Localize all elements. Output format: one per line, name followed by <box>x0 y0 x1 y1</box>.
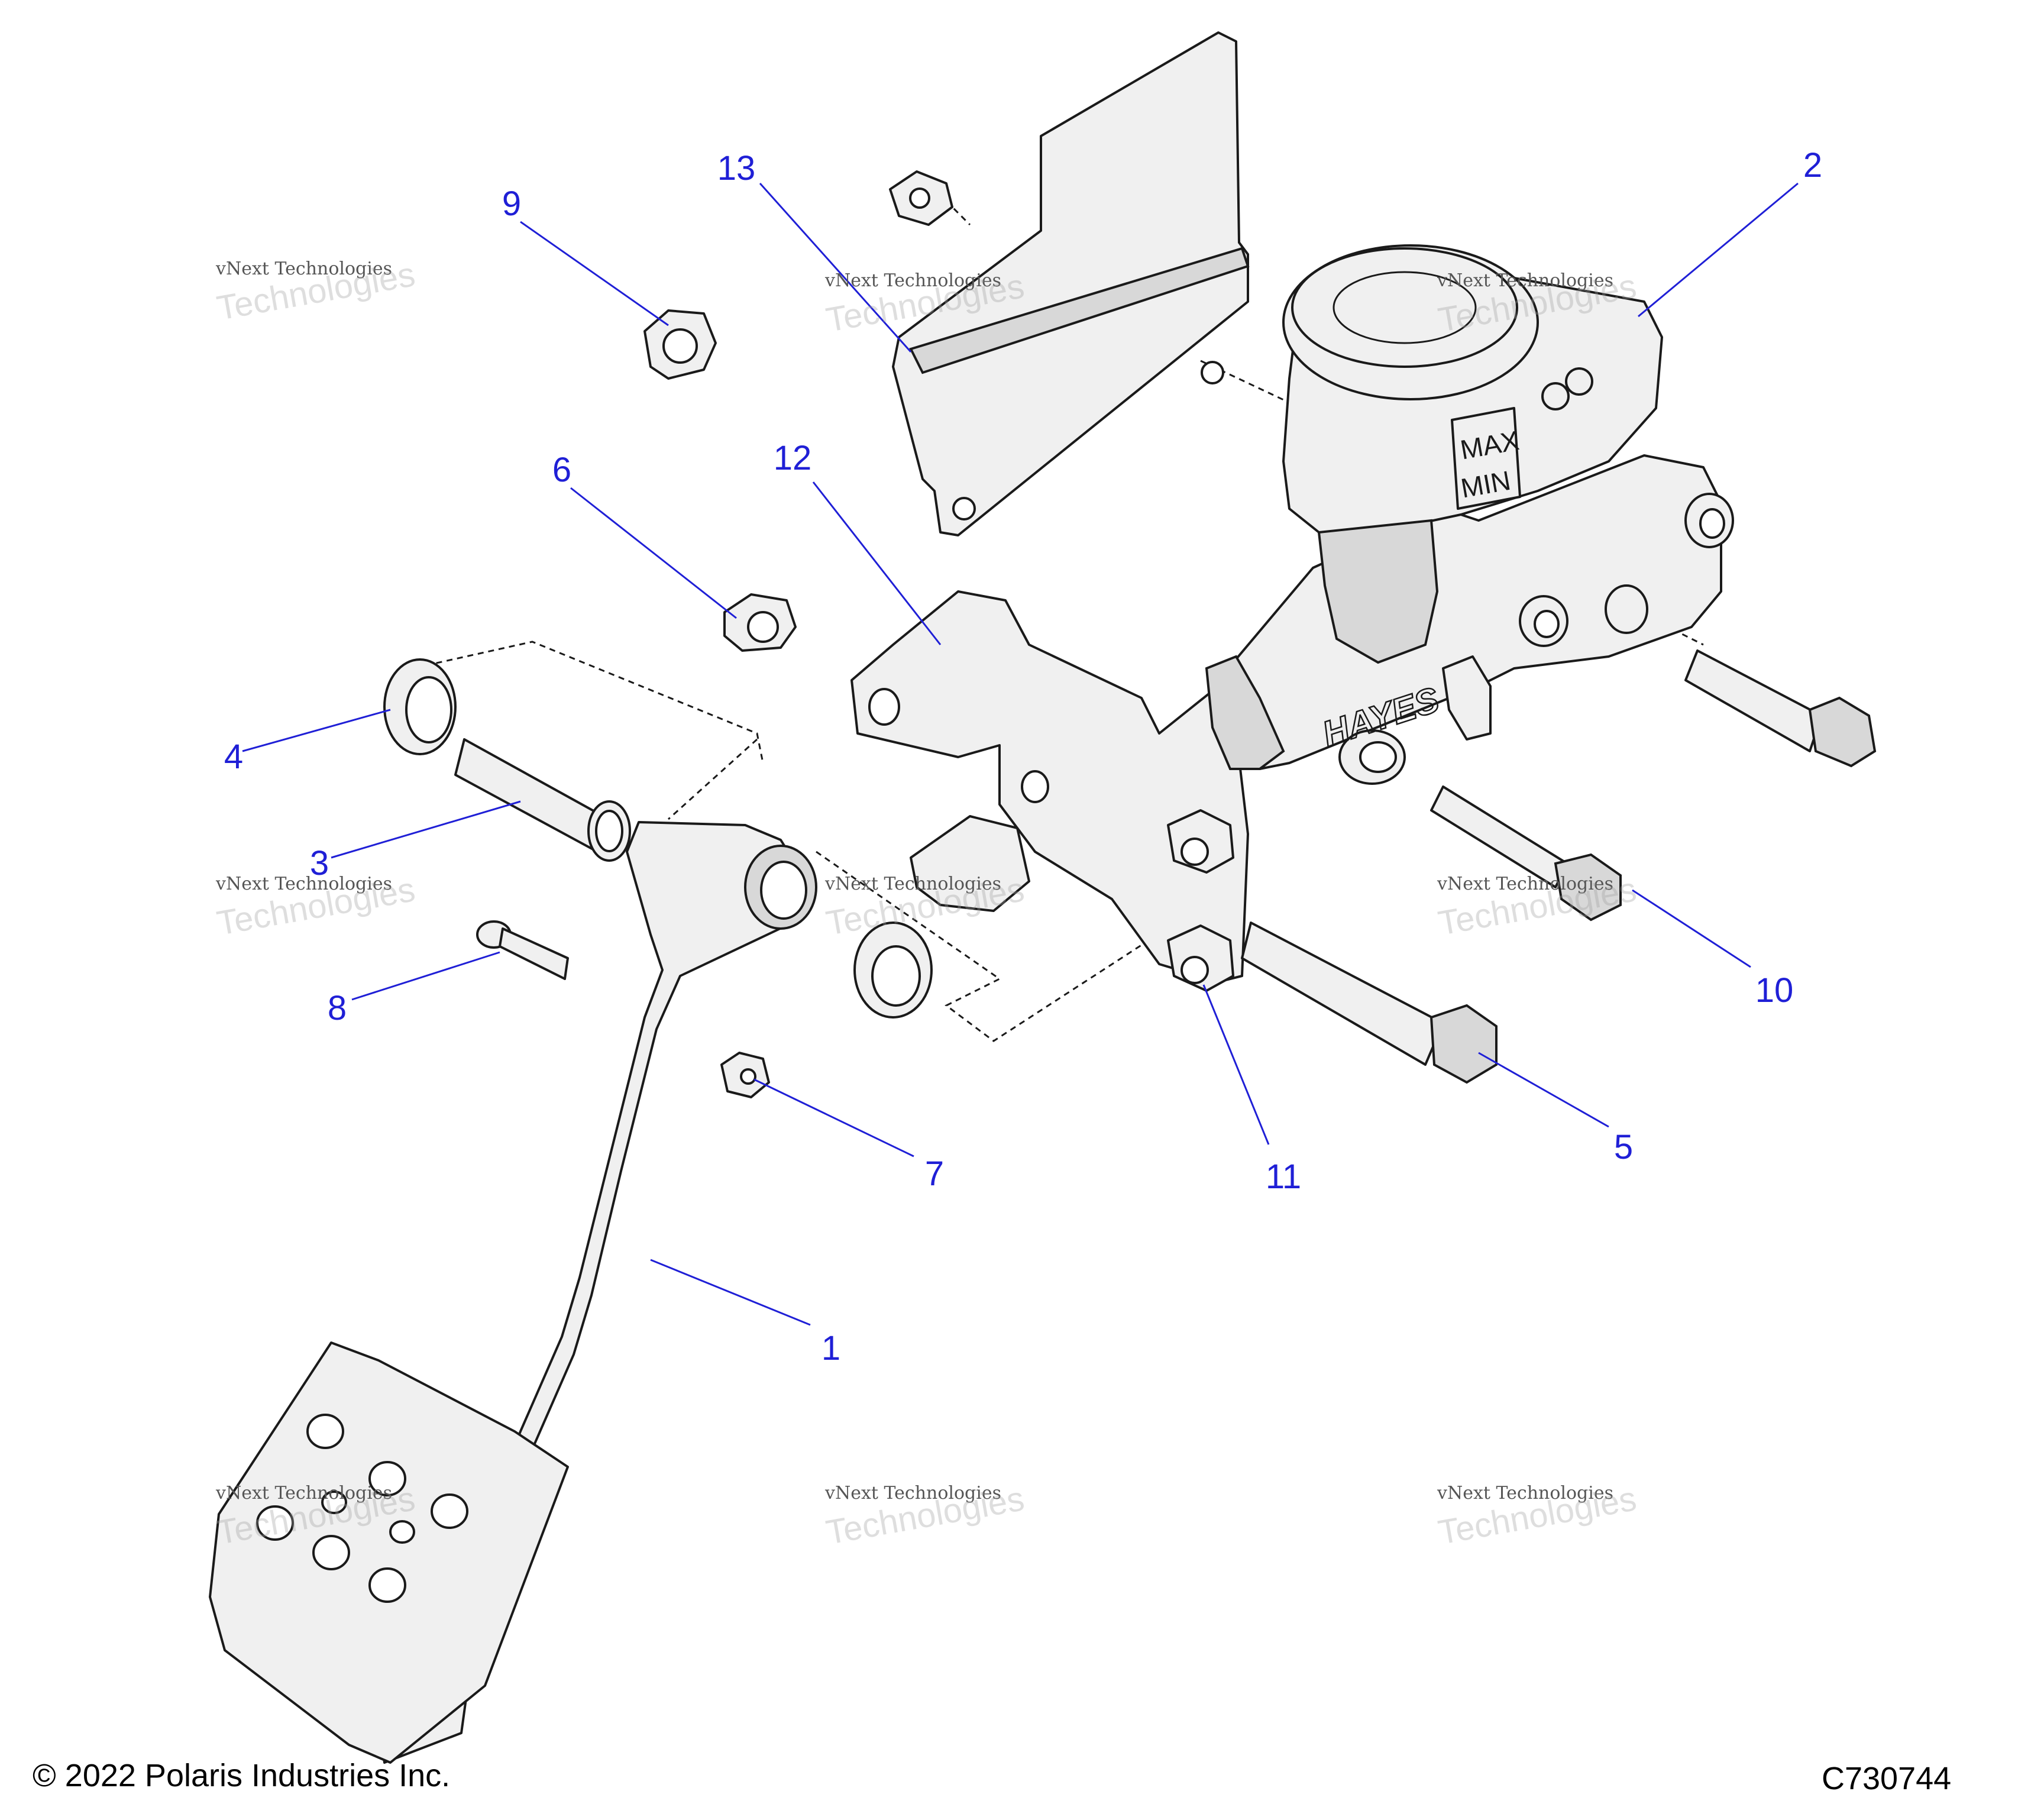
sight-window <box>1451 407 1521 510</box>
bleeder-hole <box>1699 508 1725 539</box>
heat-shield-fold <box>909 247 1250 374</box>
heat-shield-plate <box>892 31 1249 536</box>
callout-10: 10 <box>1755 971 1794 1010</box>
callout-6: 6 <box>552 451 572 489</box>
pedal-pad-holes <box>256 1414 468 1603</box>
bolt-upper-right <box>1684 649 1877 768</box>
copyright-notice: © 2022 Polaris Industries Inc. <box>33 1758 451 1793</box>
leader-11 <box>1202 984 1270 1145</box>
small-nut-7 <box>720 1052 770 1098</box>
bushing-washer-lower <box>853 922 933 1019</box>
callout-12: 12 <box>773 439 812 477</box>
leader-8 <box>351 951 500 1001</box>
callout-8: 8 <box>327 989 347 1027</box>
hex-nut-6 <box>723 593 797 652</box>
banjo-hole <box>1534 610 1560 638</box>
leader-5 <box>1478 1052 1609 1128</box>
bushing-washer-4 <box>383 658 457 755</box>
reservoir-port-2 <box>1565 367 1593 396</box>
port-fitting <box>1605 584 1648 634</box>
callout-7: 7 <box>924 1155 945 1193</box>
callout-13: 13 <box>717 149 756 187</box>
leader-9 <box>520 221 669 326</box>
bracket-nut-11 <box>1167 924 1234 992</box>
flange-nut-upper <box>889 170 953 226</box>
callout-9: 9 <box>502 185 522 223</box>
leader-7 <box>753 1078 914 1158</box>
bracket-hole-mid <box>1021 770 1049 803</box>
leader-2 <box>1638 182 1799 318</box>
shield-hole-lower <box>952 497 976 520</box>
leader-3 <box>331 800 521 859</box>
callout-5: 5 <box>1613 1128 1634 1166</box>
reservoir-cap-top <box>1291 247 1518 368</box>
cap-ring <box>1333 271 1477 344</box>
pedal-foot-pad <box>209 1341 569 1764</box>
bracket-hole-left <box>868 688 900 726</box>
flange-bolt-10 <box>1430 785 1622 922</box>
pivot-sleeve-3 <box>454 738 631 862</box>
long-bolt-5 <box>1241 922 1498 1084</box>
flange-nut-9 <box>643 309 717 380</box>
callout-11: 11 <box>1265 1158 1302 1196</box>
callout-3: 3 <box>309 844 329 882</box>
leader-13 <box>759 182 912 353</box>
mounting-bracket <box>850 590 1249 983</box>
leader-12 <box>812 481 942 645</box>
callout-2: 2 <box>1803 146 1823 185</box>
cylinder-outlet <box>1442 655 1492 741</box>
reservoir-base <box>1317 519 1439 664</box>
cylinder-collar <box>1205 655 1285 770</box>
pin-bolt-8 <box>476 920 569 980</box>
leader-10 <box>1632 889 1751 968</box>
bracket-nut-upper <box>1167 809 1234 874</box>
callout-leader-lines <box>242 182 1799 1326</box>
master-cylinder-clevis <box>910 815 1030 912</box>
leader-1 <box>650 1259 811 1326</box>
pedal-pivot-hole <box>760 861 807 920</box>
figure-id: C730744 <box>1822 1761 1952 1796</box>
cylinder-mount-hole <box>1359 741 1397 773</box>
leader-6 <box>570 487 737 619</box>
shield-hole-upper <box>1201 361 1224 384</box>
callout-4: 4 <box>224 738 244 776</box>
reservoir-port-1 <box>1541 382 1570 410</box>
callout-1: 1 <box>821 1329 841 1367</box>
leader-4 <box>242 709 391 752</box>
